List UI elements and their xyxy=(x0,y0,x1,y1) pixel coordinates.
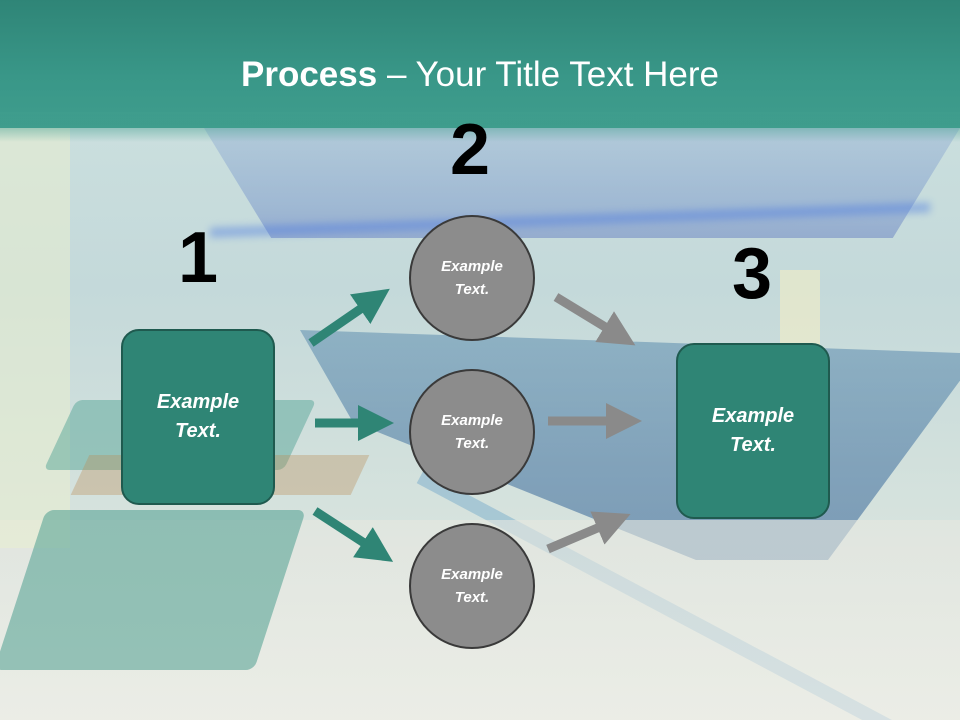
circle-middle-text: Example Text. xyxy=(441,412,503,452)
title-band-fade xyxy=(0,112,960,142)
title-bold: Process xyxy=(241,55,378,94)
step-3-box[interactable]: Example Text. xyxy=(676,343,830,519)
step-number-3: 3 xyxy=(732,234,773,314)
step-2-circle-bottom[interactable]: Example Text. xyxy=(409,523,535,649)
arrow-1-to-circle-3 xyxy=(312,507,394,562)
step-1-box[interactable]: Example Text. xyxy=(121,329,275,505)
step-3-text: Example Text. xyxy=(711,405,795,456)
background-pillar xyxy=(0,128,70,548)
background-window xyxy=(780,270,820,350)
slide-title[interactable]: Process – Your Title Text Here xyxy=(0,54,960,96)
step-1-text: Example Text. xyxy=(156,391,240,442)
arrow-circle-3-to-3 xyxy=(546,511,631,554)
title-rest: – Your Title Text Here xyxy=(377,55,719,94)
circle-top-text: Example Text. xyxy=(441,258,503,298)
title-band xyxy=(0,0,960,128)
circle-bottom-text: Example Text. xyxy=(441,566,503,606)
arrow-1-to-circle-1 xyxy=(308,288,390,347)
arrow-circle-1-to-3 xyxy=(553,293,636,346)
step-2-circle-middle[interactable]: Example Text. xyxy=(409,369,535,495)
step-2-circle-top[interactable]: Example Text. xyxy=(409,215,535,341)
step-number-1: 1 xyxy=(178,218,219,298)
step-number-2: 2 xyxy=(450,110,491,190)
background-ceiling xyxy=(204,128,960,238)
